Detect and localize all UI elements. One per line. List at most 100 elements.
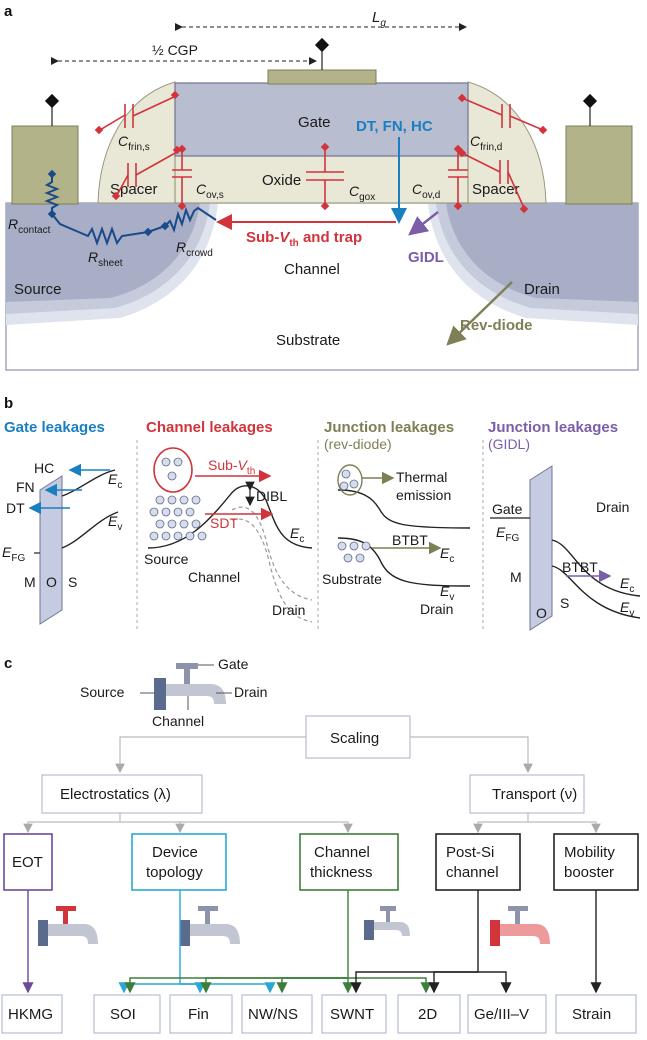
leaf-hkmg bbox=[1, 994, 63, 1034]
faucet-device bbox=[180, 906, 240, 946]
gate-body bbox=[174, 82, 469, 157]
electron-dot bbox=[155, 495, 165, 505]
mob-label-2: booster bbox=[564, 864, 614, 881]
resistors bbox=[44, 174, 217, 246]
source-well bbox=[6, 203, 200, 302]
gate-oxide-barrier bbox=[39, 475, 63, 625]
faucet-valve bbox=[176, 663, 198, 669]
gidl-arrow bbox=[408, 211, 439, 236]
junction-rev-subtitle: (rev-diode) bbox=[324, 436, 392, 452]
channel-source-label: Source bbox=[144, 551, 189, 567]
subvth-label: Sub-Vth and trap bbox=[246, 229, 362, 249]
r-contact-label: Rcontact bbox=[8, 216, 51, 236]
chan-label-1: Channel bbox=[314, 844, 370, 861]
leaf-strain-label: Strain bbox=[572, 1006, 611, 1023]
transport-node bbox=[469, 774, 585, 814]
electron-dot bbox=[155, 519, 165, 529]
panel-label-a: a bbox=[4, 3, 13, 20]
gidl-label: GIDL bbox=[408, 249, 444, 266]
c-frin-d-label: Cfrin,d bbox=[470, 133, 502, 153]
c-ov-d-label: Cov,d bbox=[412, 181, 440, 201]
spacer-right-label: Spacer bbox=[472, 181, 520, 198]
electron-dot bbox=[349, 479, 359, 489]
junction-gidl-title: Junction leakages bbox=[488, 419, 618, 436]
lg-label: Lg bbox=[372, 9, 386, 29]
electrostatics-node bbox=[41, 774, 203, 814]
electron-dot bbox=[173, 531, 183, 541]
electro-to-channel bbox=[180, 821, 353, 834]
gidl-drain-label: Drain bbox=[596, 499, 629, 515]
eot-node bbox=[3, 833, 53, 891]
faucet-channel-thickness bbox=[364, 906, 410, 940]
gidl-s-label: S bbox=[560, 595, 569, 611]
chan-label-2: thickness bbox=[310, 864, 373, 881]
leaf-nwns bbox=[241, 994, 313, 1034]
scaling-to-transport bbox=[410, 736, 533, 774]
electron-dot bbox=[191, 495, 201, 505]
channel-drain-curve bbox=[231, 518, 313, 623]
hot-carrier-pocket bbox=[153, 447, 193, 493]
faucet-legend: Gate Source Drain Channel bbox=[80, 656, 267, 729]
leaf-fin bbox=[169, 994, 233, 1034]
faucet-postsi bbox=[490, 906, 550, 946]
c-ov-s-label: Cov,s bbox=[196, 181, 224, 201]
channel-thickness-node bbox=[299, 833, 399, 891]
leaf-strain bbox=[555, 994, 637, 1034]
panel-label-b: b bbox=[4, 395, 13, 412]
channel-dibl-curve bbox=[231, 506, 313, 601]
electron-dot bbox=[161, 457, 171, 467]
faucet-body bbox=[166, 684, 226, 704]
device-to-fin bbox=[180, 982, 206, 994]
rev-diode-arrow bbox=[446, 281, 513, 346]
junction-ev-curve bbox=[337, 537, 471, 587]
leaf-swnt-label: SWNT bbox=[330, 1006, 374, 1023]
electron-dot bbox=[339, 481, 349, 491]
channel-to-2d bbox=[348, 977, 432, 994]
electrostatics-label: Electrostatics (λ) bbox=[60, 786, 171, 803]
gidl-efg-label: EFG bbox=[496, 524, 519, 544]
o-label: O bbox=[46, 574, 57, 590]
subvth-channel-label: Sub-Vth bbox=[208, 457, 255, 477]
thermal-label-1: Thermal bbox=[396, 469, 447, 485]
gidl-ev-label: Ev bbox=[620, 599, 634, 619]
electron-dot bbox=[179, 519, 189, 529]
gidl-o-label: O bbox=[536, 605, 547, 621]
junction-gidl-subtitle: (GIDL) bbox=[488, 436, 530, 452]
electron-dot bbox=[167, 495, 177, 505]
source-terminal bbox=[44, 93, 60, 109]
gidl-m-label: M bbox=[510, 569, 522, 585]
dt-label: DT bbox=[6, 500, 25, 516]
mob-label-1: Mobility bbox=[564, 844, 615, 861]
electron-dot bbox=[161, 531, 171, 541]
electron-dot bbox=[179, 495, 189, 505]
drain-label: Drain bbox=[524, 281, 560, 298]
c-gox-label: Cgox bbox=[349, 183, 375, 203]
leaf-ge-label: Ge/III–V bbox=[474, 1006, 529, 1023]
channel-leakages-title: Channel leakages bbox=[146, 419, 273, 436]
scaling-node bbox=[305, 715, 411, 759]
postsi-to-swnt bbox=[350, 890, 479, 994]
leaf-2d-label: 2D bbox=[418, 1006, 437, 1023]
btbt-gidl-label: BTBT bbox=[562, 559, 598, 575]
electron-dot bbox=[197, 531, 207, 541]
device-label-2: topology bbox=[146, 864, 203, 881]
gidl-oxide-barrier bbox=[529, 465, 553, 631]
channel-channel-label: Channel bbox=[188, 569, 240, 585]
leaf-swnt bbox=[321, 994, 387, 1034]
gate-ev-curve bbox=[61, 511, 119, 549]
thermal-label-2: emission bbox=[396, 487, 451, 503]
faucet-source-label: Source bbox=[80, 684, 125, 700]
device-label-1: Device bbox=[152, 844, 198, 861]
drain-terminal bbox=[582, 93, 598, 109]
leaf-2d bbox=[397, 994, 461, 1034]
transport-label: Transport (ν) bbox=[492, 786, 577, 803]
gate-ec-label: Ec bbox=[108, 471, 122, 491]
electron-dot bbox=[161, 507, 171, 517]
electron-dot bbox=[185, 507, 195, 517]
gate-efg-label: EFG bbox=[2, 544, 25, 564]
gidl-ec-label: Ec bbox=[620, 575, 634, 595]
channel-label: Channel bbox=[284, 261, 340, 278]
substrate-label: Substrate bbox=[276, 332, 340, 349]
faucet-stem bbox=[184, 668, 190, 684]
sdt-label: SDT bbox=[210, 515, 238, 531]
